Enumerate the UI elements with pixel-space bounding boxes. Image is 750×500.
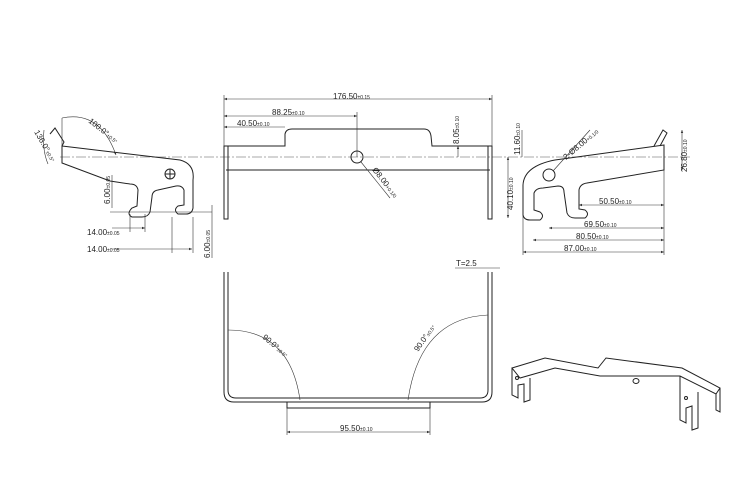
dim-slot-depth: 6.00±0.05 — [103, 176, 112, 204]
dim-tab-height: 8.05±0.10 — [452, 116, 461, 144]
dim-thickness: T=2.5 — [456, 259, 477, 268]
right-side-view — [506, 129, 684, 255]
dim-slot-width-2: 14.00±0.05 — [87, 245, 120, 254]
isometric-view — [511, 357, 721, 431]
dim-offset-top: 11.60±0.10 — [513, 123, 522, 155]
dim-tab-offset: 40.50±0.10 — [237, 119, 270, 128]
dim-height-left: 40.10±0.10 — [506, 177, 515, 210]
dim-c: 80.50±0.10 — [576, 232, 609, 241]
dim-height: 26.80±0.10 — [680, 139, 689, 172]
dim-angle-left: 90.0°±0.5° — [261, 333, 290, 359]
dim-b: 69.50±0.10 — [584, 220, 617, 229]
dim-hole-center: 88.25±0.10 — [272, 108, 305, 117]
dim-slot-depth-2: 6.00±0.05 — [203, 230, 212, 258]
top-view — [223, 95, 493, 220]
dim-slot-width-1: 14.00±0.05 — [87, 228, 120, 237]
dim-bottom-width: 95.50±0.10 — [340, 424, 373, 433]
front-view — [223, 267, 500, 435]
dim-d: 87.00±0.10 — [564, 244, 597, 253]
dim-overall-width: 176.50±0.15 — [333, 92, 370, 101]
left-side-view — [43, 116, 213, 258]
dim-a: 50.50±0.10 — [599, 197, 632, 206]
dim-hole-diameter: Ø8.00+0.1/0 — [370, 166, 399, 200]
dim-angle-top: 100.0°±0.5° — [87, 116, 120, 145]
dim-angle-tip: 136.0°±0.5° — [32, 129, 57, 164]
